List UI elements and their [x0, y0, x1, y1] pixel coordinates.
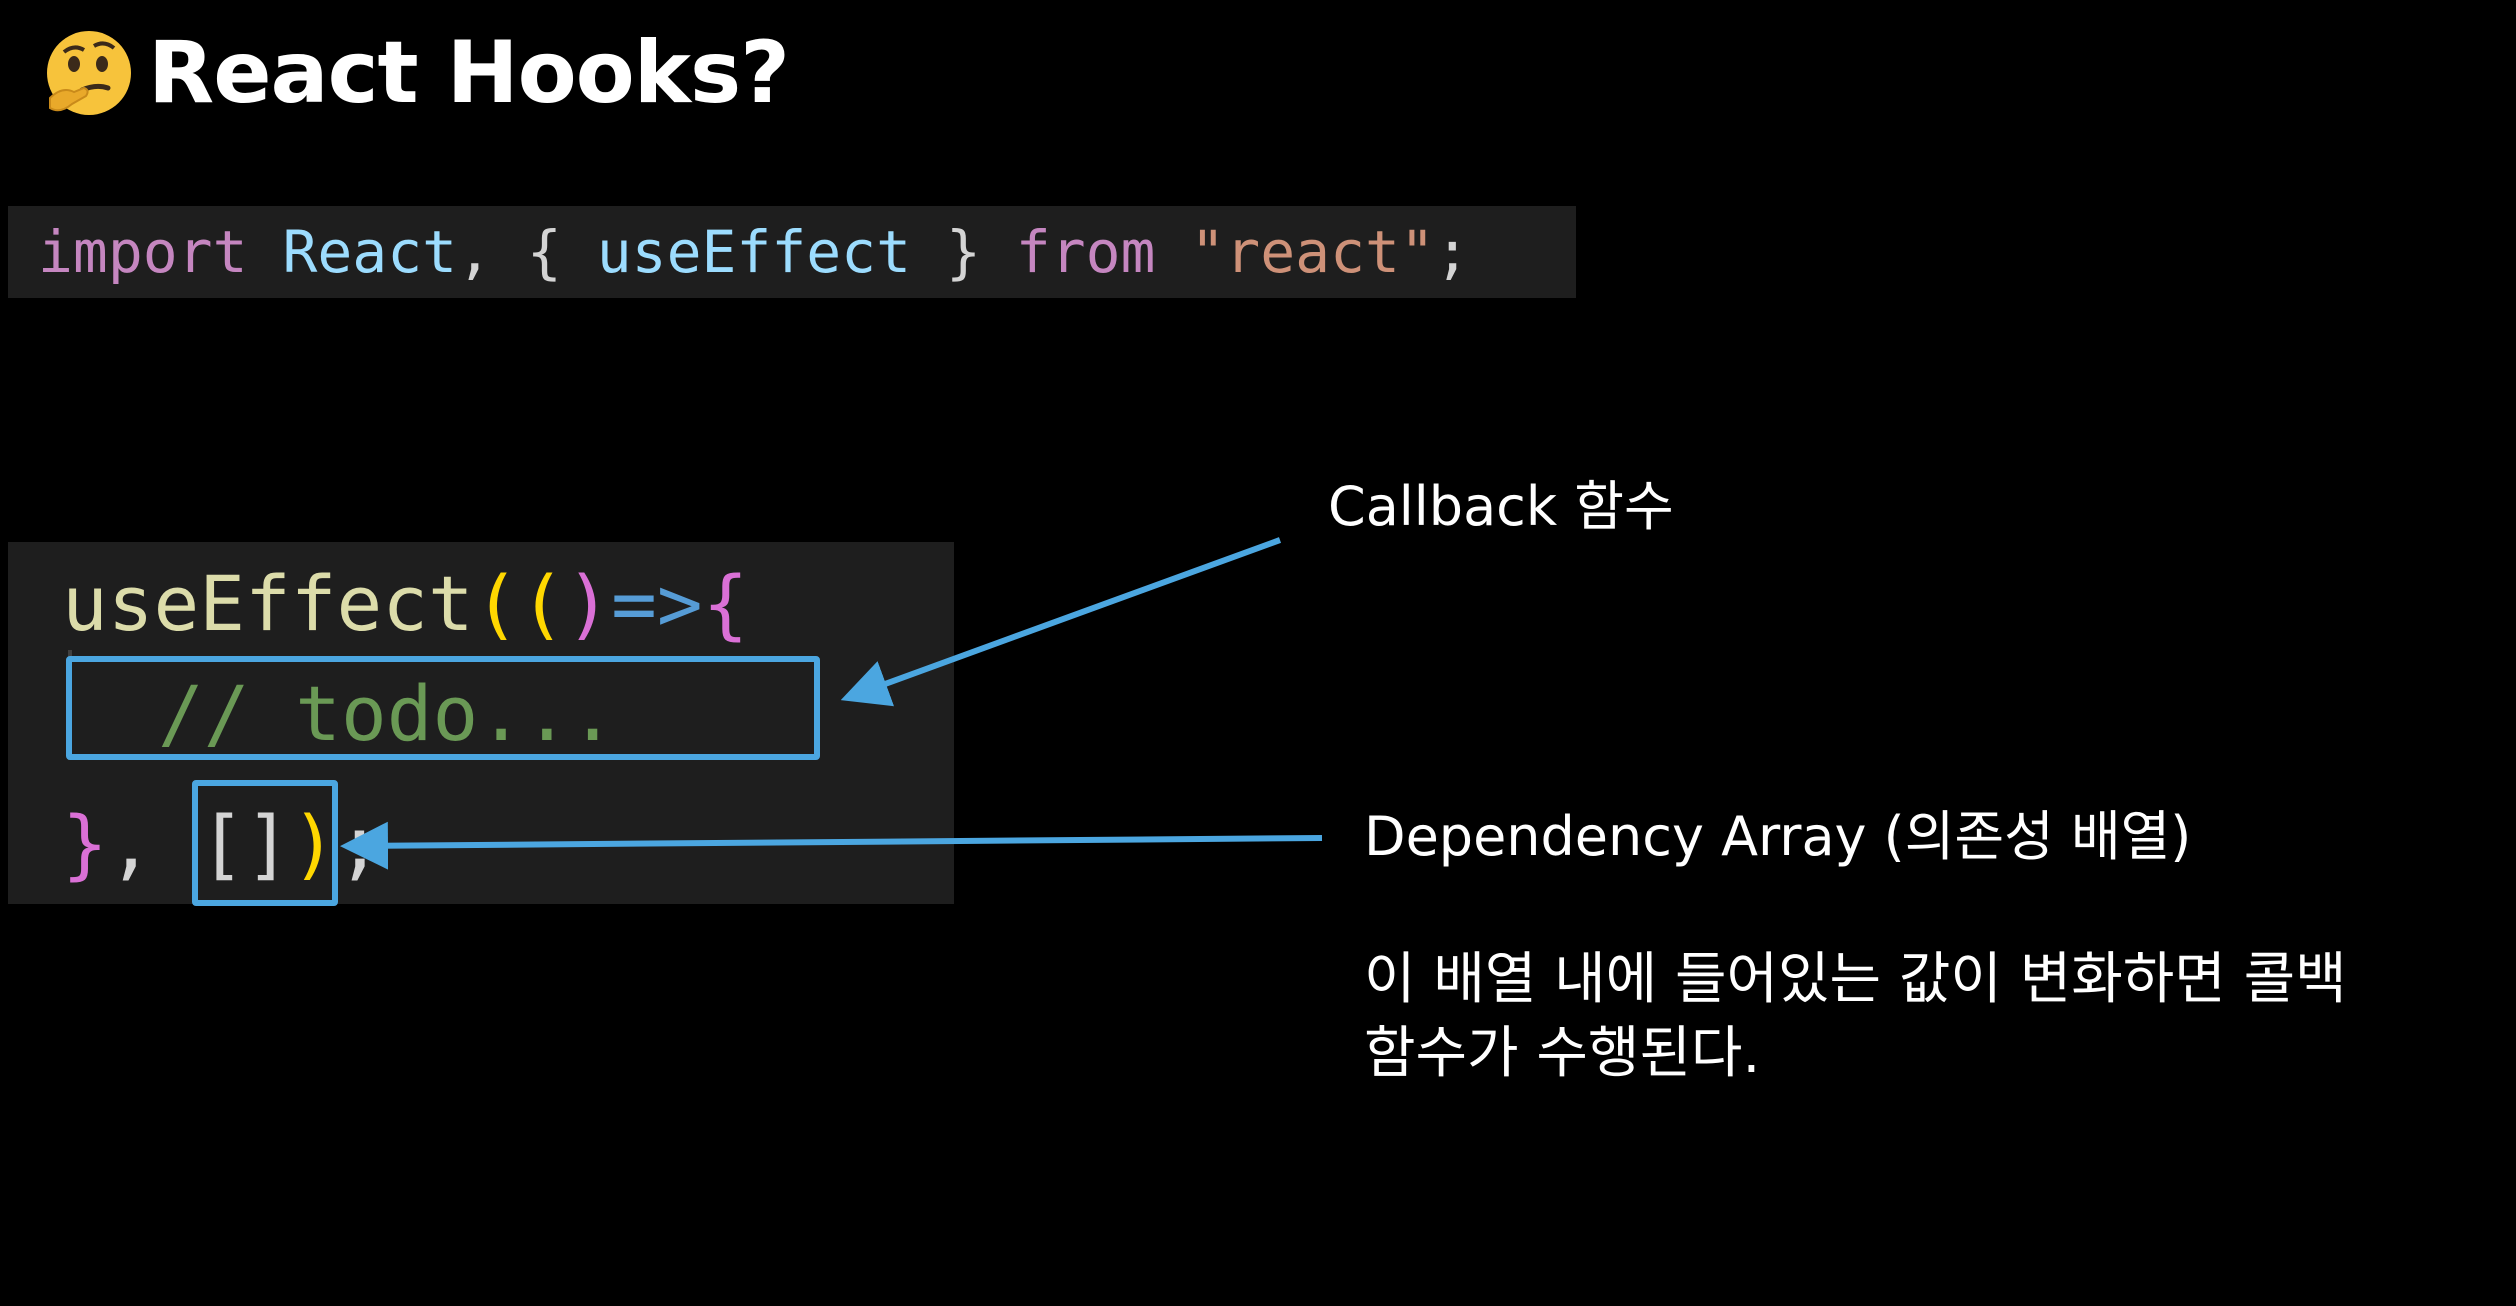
callback-arrow: [840, 537, 1282, 707]
close-brace-token: }: [945, 218, 981, 286]
open-parens-token: ((: [473, 559, 566, 648]
dependency-description-line-1: 이 배열 내에 들어있는 값이 변화하면 콜백: [1364, 947, 2347, 1012]
code-line-2: // todo...: [158, 676, 616, 752]
slide-title-row: React Hooks?: [44, 23, 790, 123]
code-line-3: }, []);: [62, 806, 382, 882]
end-paren-token: ): [290, 799, 337, 888]
arrow-operator: =>: [611, 559, 703, 648]
react-identifier: React: [282, 218, 458, 286]
semicolon-token: ;: [1434, 218, 1470, 286]
close-brace-token: }: [62, 799, 108, 888]
open-brace-token: {: [526, 218, 562, 286]
close-paren-token: ): [565, 559, 612, 648]
dependency-description-line-2: 함수가 수행된다.: [1364, 1021, 1761, 1086]
callback-highlight-box: [66, 656, 820, 760]
comma-token: ,: [107, 799, 154, 888]
thinking-face-icon: [44, 28, 134, 118]
import-code-line: import React, { useEffect } from "react"…: [8, 206, 1576, 298]
module-string: "react": [1190, 218, 1435, 286]
use-effect-fn: useEffect: [62, 559, 474, 648]
callback-label: Callback 함수: [1328, 475, 1674, 538]
dependency-arrow: [340, 821, 1323, 870]
comma-token: ,: [457, 218, 492, 286]
todo-comment: // todo...: [158, 669, 616, 758]
use-effect-identifier: useEffect: [596, 218, 912, 286]
dependency-label: Dependency Array (의존성 배열): [1364, 805, 2192, 868]
from-keyword: from: [1015, 218, 1156, 286]
dependency-array-token: []: [199, 799, 291, 888]
import-keyword: import: [38, 218, 248, 286]
open-brace-token: {: [702, 559, 749, 648]
page-title: React Hooks?: [148, 23, 790, 123]
dependency-highlight-box: [192, 780, 338, 906]
code-line-1: useEffect(()=>{: [62, 566, 748, 642]
